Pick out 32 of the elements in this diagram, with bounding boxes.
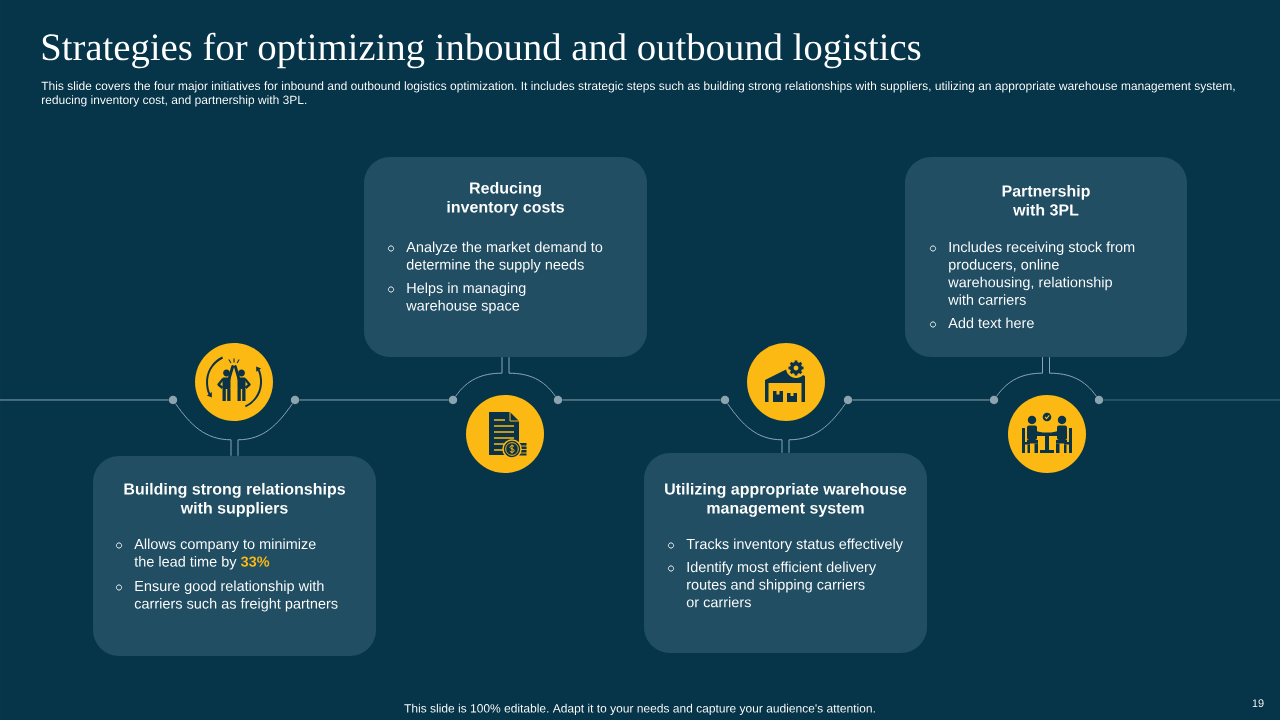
bullet-text: Tracks inventory status effectively xyxy=(686,538,903,552)
bullet-text: Allows company to minimize the lead time by 33% xyxy=(134,538,316,570)
strategy-card xyxy=(364,157,647,357)
footer-note: This slide is 100% editable. Adapt it to your needs and capture your audience's attention. xyxy=(404,703,875,715)
title: Strategies for optimizing inbound and outbound logistics xyxy=(42,32,921,69)
subtitle: This slide covers the four major initiatives for inbound and outbound logistics optimization. It includes strategic steps such as building strong relationships with suppliers, utilizing an appropriate warehouse management system, reducing inventory cost, and partnership with 3PL. xyxy=(41,81,1235,107)
bullet-text: Ensure good relationship with carriers such as freight partners xyxy=(134,580,338,612)
timeline-line xyxy=(561,399,722,401)
card-heading: Reducing inventory costs xyxy=(447,181,564,216)
connector-line xyxy=(455,356,503,397)
connector-line xyxy=(996,356,1043,397)
card-heading: Utilizing appropriate warehouse management system xyxy=(665,482,907,517)
connector-line xyxy=(175,403,232,457)
timeline-line xyxy=(851,399,991,401)
connector-line xyxy=(1049,356,1097,397)
connector-line xyxy=(508,356,556,397)
bullet-text: Add text here xyxy=(948,317,1034,329)
timeline-line xyxy=(0,399,170,401)
strategy-card xyxy=(644,453,927,653)
bullet-text: Analyze the market demand to determine the supply needs xyxy=(406,241,603,273)
page-number: 19 xyxy=(1252,699,1264,708)
connector-line xyxy=(727,403,783,454)
bullet-text: Helps in managing warehouse space xyxy=(406,282,526,314)
card-heading: Partnership with 3PL xyxy=(1002,184,1090,216)
timeline-line xyxy=(298,399,450,401)
bullet-text: Identify most efficient delivery routes and shipping carriers or carriers xyxy=(686,561,877,608)
connector-line xyxy=(237,403,293,457)
card-heading: Building strong relationships with suppliers xyxy=(124,482,345,517)
strategy-card xyxy=(93,456,376,656)
bullet-text: Includes receiving stock from producers, online warehousing, relationship with carriers xyxy=(948,241,1135,305)
connector-line xyxy=(788,403,846,454)
strategy-card xyxy=(905,157,1187,357)
